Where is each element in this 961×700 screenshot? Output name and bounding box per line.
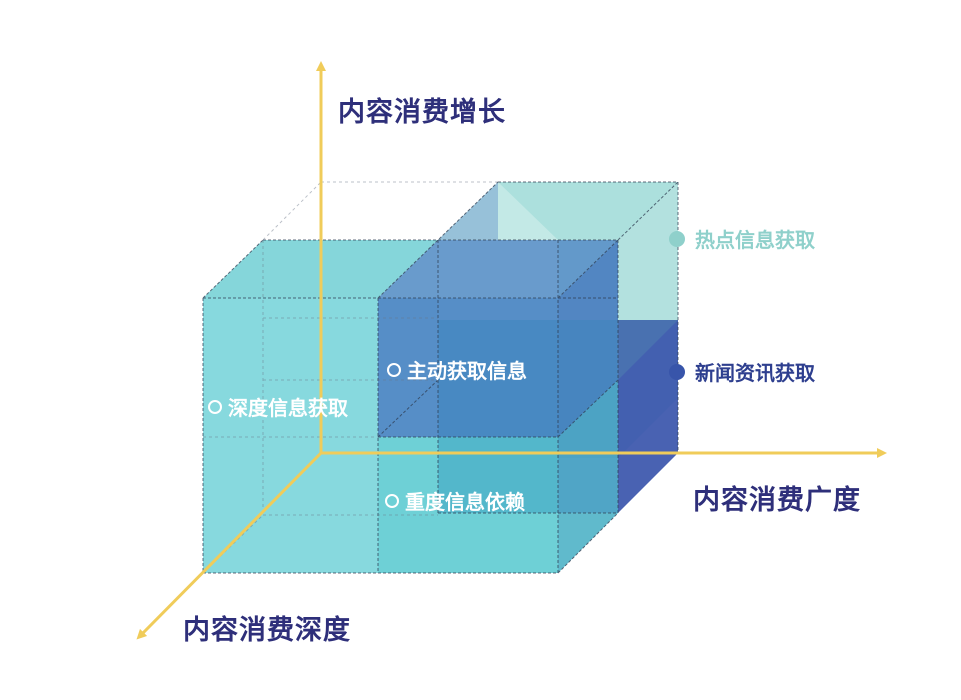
legend-hot-text: 热点信息获取 xyxy=(695,228,815,252)
legend-news: 新闻资讯获取 xyxy=(669,357,815,386)
z-axis xyxy=(136,451,323,640)
ring-marker-icon xyxy=(385,493,399,508)
label-active-text: 主动获取信息 xyxy=(407,359,527,383)
x-axis-title: 内容消费广度 xyxy=(693,485,861,516)
axes xyxy=(136,61,887,640)
legend-news-text: 新闻资讯获取 xyxy=(695,361,815,385)
ring-marker-icon xyxy=(387,362,401,377)
block-news xyxy=(618,320,678,513)
dot-marker-icon xyxy=(669,230,685,247)
z-axis-title: 内容消费深度 xyxy=(183,615,351,646)
legend-hot: 热点信息获取 xyxy=(669,224,815,253)
block-overlap xyxy=(438,320,618,513)
dot-marker-icon xyxy=(669,363,685,380)
label-deep-text: 深度信息获取 xyxy=(228,396,348,420)
y-axis-title: 内容消费增长 xyxy=(338,97,506,128)
ring-marker-icon xyxy=(208,399,222,414)
label-heavy-text: 重度信息依赖 xyxy=(405,490,525,514)
label-active: 主动获取信息 xyxy=(387,355,527,384)
wireframe xyxy=(202,181,679,574)
label-heavy: 重度信息依赖 xyxy=(385,486,525,515)
label-deep: 深度信息获取 xyxy=(208,392,348,421)
